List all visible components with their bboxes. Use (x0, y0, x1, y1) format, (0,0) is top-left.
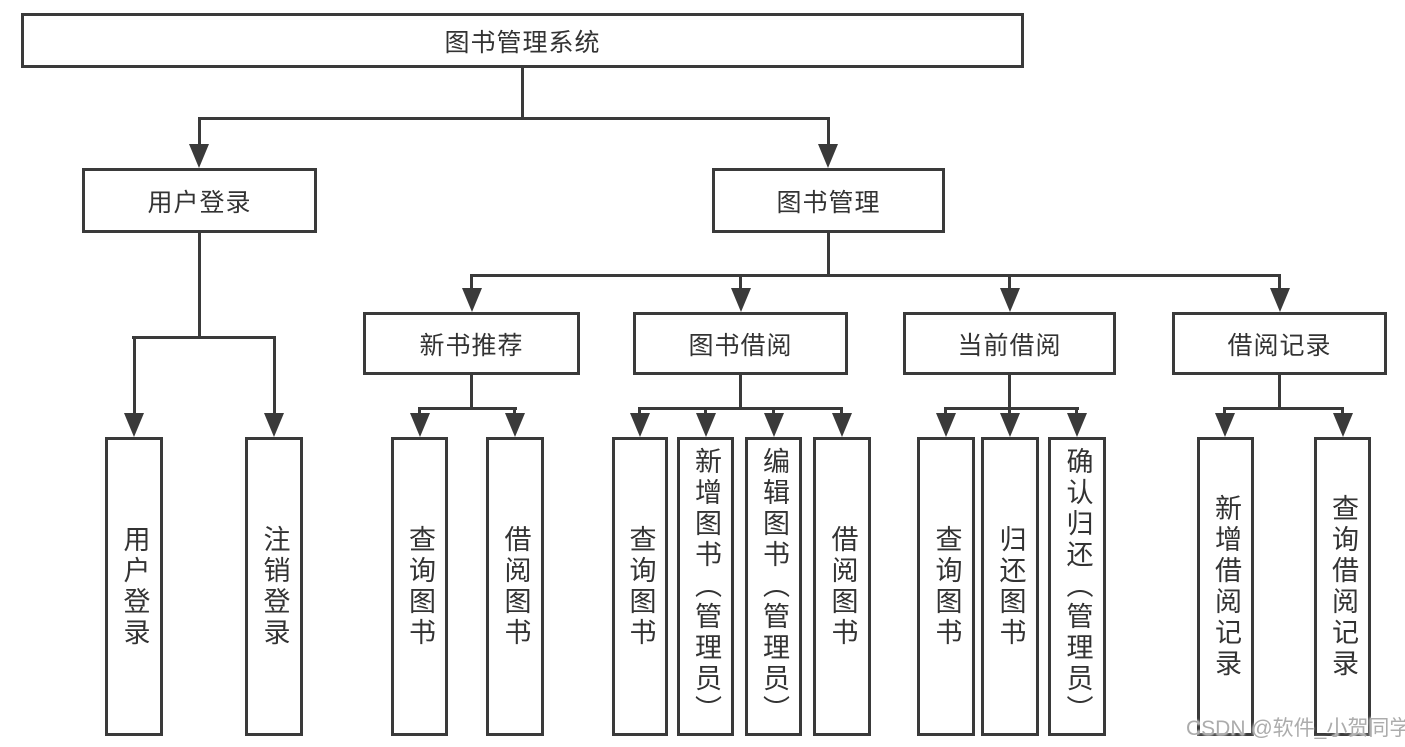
connector-line (470, 375, 473, 410)
watermark: CSDN @软件_小贺同学 (1186, 717, 1405, 740)
connector-line (198, 233, 201, 339)
connector-line (827, 117, 830, 144)
connector-arrowhead (264, 413, 284, 437)
connector-arrowhead (818, 144, 838, 168)
node-user-login-leaf: 用户登录 (105, 437, 163, 736)
connector-line (704, 407, 707, 413)
connector-line (1008, 407, 1011, 413)
connector-line (273, 336, 276, 413)
node-add-borrow-record: 新增借阅记录 (1197, 437, 1254, 736)
connector-arrowhead (462, 288, 482, 312)
connector-line (1223, 407, 1343, 410)
connector-arrowhead (1215, 413, 1235, 437)
connector-line (739, 375, 742, 410)
connector-line (1223, 407, 1226, 413)
node-logout-leaf: 注销登录 (245, 437, 303, 736)
connector-arrowhead (731, 288, 751, 312)
connector-arrowhead (410, 413, 430, 437)
connector-line (470, 274, 1281, 277)
connector-arrowhead (832, 413, 852, 437)
connector-line (772, 407, 775, 413)
connector-line (132, 336, 275, 339)
connector-arrowhead (1000, 288, 1020, 312)
connector-line (513, 407, 516, 413)
node-book-borrow: 图书借阅 (633, 312, 848, 375)
node-edit-book-admin: 编辑图书（管理员） (745, 437, 802, 736)
node-return-book: 归还图书 (981, 437, 1039, 736)
connector-arrowhead (1067, 413, 1087, 437)
connector-arrowhead (630, 413, 650, 437)
node-query-borrow-record: 查询借阅记录 (1314, 437, 1371, 736)
node-borrow-book-leaf: 借阅图书 (813, 437, 871, 736)
connector-arrowhead (936, 413, 956, 437)
connector-line (1341, 407, 1344, 413)
connector-arrowhead (189, 144, 209, 168)
connector-arrowhead (1270, 288, 1290, 312)
connector-line (638, 407, 843, 410)
connector-arrowhead (696, 413, 716, 437)
connector-line (944, 407, 1079, 410)
node-add-book-admin: 新增图书（管理员） (677, 437, 734, 736)
connector-line (1008, 375, 1011, 410)
connector-line (418, 407, 517, 410)
node-root: 图书管理系统 (21, 13, 1024, 68)
node-user-login: 用户登录 (82, 168, 317, 233)
connector-line (521, 68, 524, 120)
connector-line (739, 274, 742, 288)
connector-line (944, 407, 947, 413)
node-query-book-recommend: 查询图书 (391, 437, 448, 736)
node-new-book-recommend: 新书推荐 (363, 312, 580, 375)
connector-line (418, 407, 421, 413)
node-query-book-borrow: 查询图书 (612, 437, 668, 736)
connector-arrowhead (764, 413, 784, 437)
connector-line (133, 336, 136, 413)
node-borrow-book-recommend: 借阅图书 (486, 437, 544, 736)
connector-line (198, 117, 830, 120)
node-borrow-records: 借阅记录 (1172, 312, 1387, 375)
connector-line (827, 233, 830, 277)
connector-line (840, 407, 843, 413)
node-query-book-current: 查询图书 (917, 437, 975, 736)
node-book-management: 图书管理 (712, 168, 945, 233)
connector-line (1075, 407, 1078, 413)
connector-line (1008, 274, 1011, 288)
connector-line (1278, 375, 1281, 410)
node-confirm-return-admin: 确认归还（管理员） (1048, 437, 1106, 736)
connector-arrowhead (505, 413, 525, 437)
connector-line (1278, 274, 1281, 288)
connector-arrowhead (1000, 413, 1020, 437)
connector-line (198, 117, 201, 144)
node-current-borrow: 当前借阅 (903, 312, 1116, 375)
connector-line (470, 274, 473, 288)
connector-arrowhead (124, 413, 144, 437)
connector-line (638, 407, 641, 413)
connector-arrowhead (1333, 413, 1353, 437)
